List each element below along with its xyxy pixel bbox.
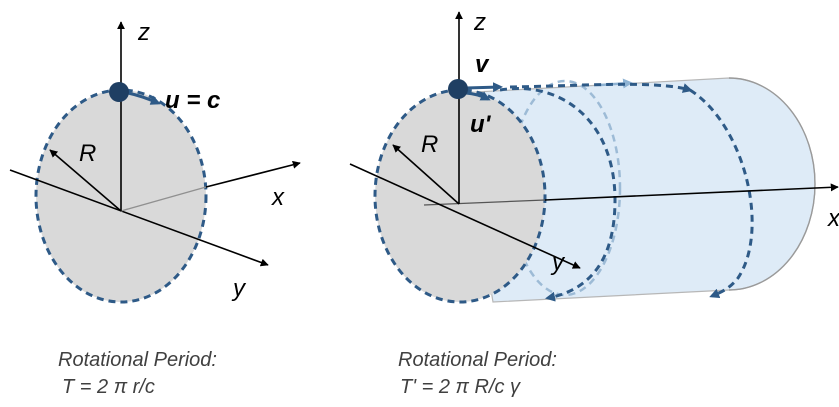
left-y-label: y	[231, 275, 247, 302]
left-x-label: x	[271, 184, 285, 211]
right-x-axis-hidden	[423, 199, 546, 206]
left-figure: z x y R u = c	[9, 19, 301, 304]
right-velocity-u-label: u'	[470, 111, 492, 138]
right-caption-title: Rotational Period:	[398, 349, 557, 371]
right-figure: z x y R v u'	[349, 9, 839, 304]
left-particle	[109, 82, 129, 102]
left-radius-label: R	[79, 140, 96, 167]
right-ghost-arrow	[599, 78, 633, 89]
right-velocity-u-arrow	[465, 91, 491, 101]
right-y-axis	[349, 163, 581, 269]
left-caption-title: Rotational Period:	[58, 349, 217, 371]
right-y-label: y	[550, 249, 566, 276]
left-velocity-arrow	[127, 91, 161, 105]
right-ghost-orbit	[508, 79, 622, 297]
right-radius-label: R	[421, 131, 438, 158]
right-helix-front	[499, 87, 617, 302]
right-x-axis	[544, 183, 839, 201]
left-y-axis	[9, 169, 269, 267]
left-z-label: z	[137, 19, 150, 46]
right-cylinder-end	[728, 77, 816, 291]
right-disk	[373, 88, 547, 304]
left-x-axis	[205, 160, 301, 188]
right-caption-formula: T' = 2 π R/c γ	[400, 376, 521, 398]
right-z-label: z	[473, 9, 486, 36]
left-velocity-label: u = c	[165, 87, 220, 114]
left-radius-arrow	[49, 149, 122, 212]
right-radius-arrow	[392, 144, 460, 205]
right-velocity-v-arrow	[465, 82, 503, 93]
right-helix-top	[509, 82, 693, 93]
right-particle	[448, 79, 468, 99]
left-caption-formula: T = 2 π r/c	[62, 376, 155, 398]
left-x-axis-hidden	[120, 186, 207, 212]
right-velocity-v-label: v	[475, 51, 490, 78]
right-x-label: x	[827, 205, 839, 232]
